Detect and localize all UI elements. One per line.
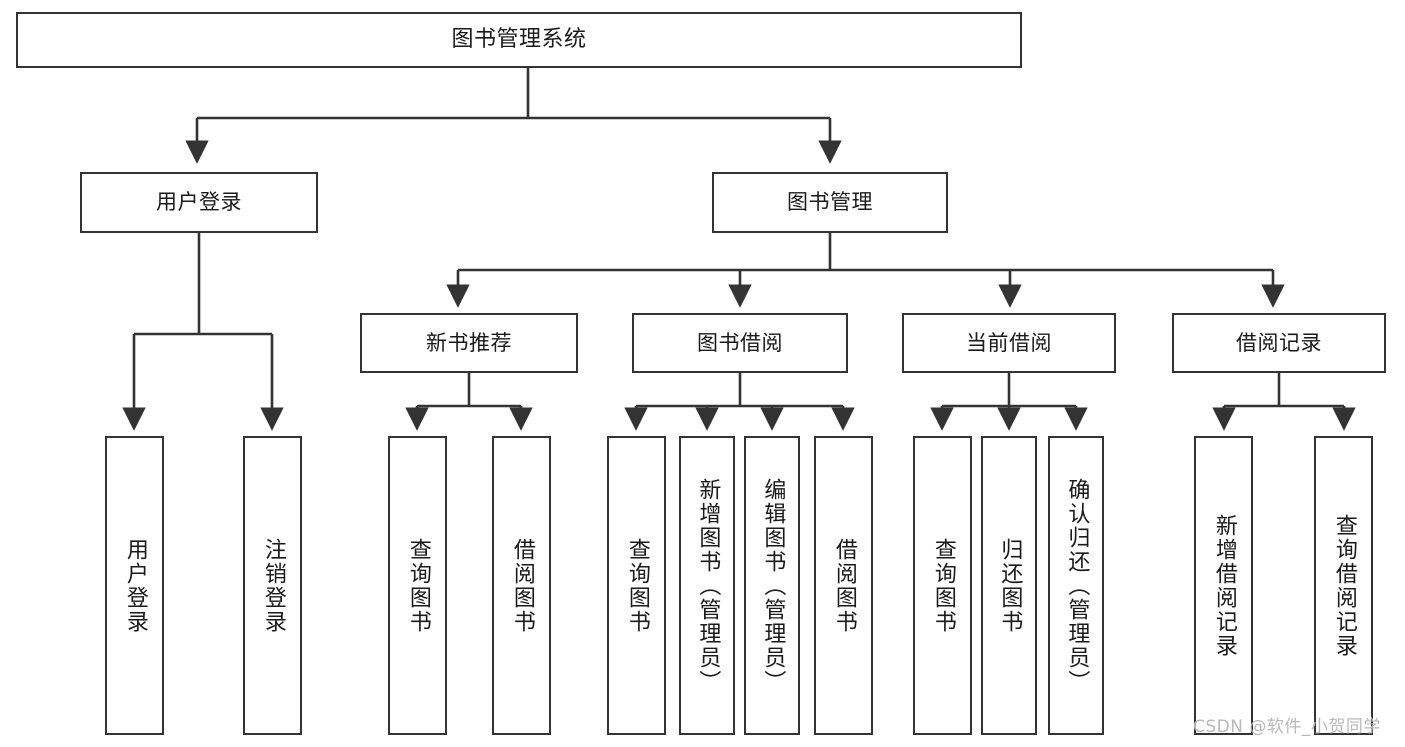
node-book-manage[interactable]: 图书管理 xyxy=(712,172,948,233)
node-user-login[interactable]: 用户登录 xyxy=(80,172,318,233)
leaf-label: 查询图书 xyxy=(405,537,431,634)
node-label: 图书管理系统 xyxy=(451,27,587,53)
leaf-label: 借阅图书 xyxy=(831,537,857,634)
leaf-label: 新增借阅记录 xyxy=(1211,513,1237,658)
node-label: 借阅记录 xyxy=(1236,330,1322,355)
leaf-return-book[interactable]: 归还图书 xyxy=(981,436,1037,735)
node-label: 图书管理 xyxy=(787,190,873,215)
leaf-query-record[interactable]: 查询借阅记录 xyxy=(1314,436,1373,735)
leaf-label: 用户登录 xyxy=(122,537,148,634)
leaf-label: 查询图书 xyxy=(624,537,650,634)
leaf-borrow-book-2[interactable]: 借阅图书 xyxy=(814,436,873,735)
node-label: 当前借阅 xyxy=(966,330,1052,355)
node-root[interactable]: 图书管理系统 xyxy=(16,12,1022,68)
leaf-add-book[interactable]: 新增图书（管理员） xyxy=(679,436,735,735)
leaf-logout[interactable]: 注销登录 xyxy=(243,436,302,735)
node-label: 新书推荐 xyxy=(426,330,512,355)
node-new-book-rec[interactable]: 新书推荐 xyxy=(360,313,578,373)
leaf-edit-book[interactable]: 编辑图书（管理员） xyxy=(744,436,800,735)
leaf-add-record[interactable]: 新增借阅记录 xyxy=(1194,436,1253,735)
leaf-label: 注销登录 xyxy=(260,537,286,634)
leaf-label: 查询图书 xyxy=(930,537,956,634)
leaf-label: 归还图书 xyxy=(997,537,1023,634)
leaf-query-book-1[interactable]: 查询图书 xyxy=(388,436,447,735)
node-borrow-record[interactable]: 借阅记录 xyxy=(1172,313,1386,373)
leaf-user-login[interactable]: 用户登录 xyxy=(105,436,164,735)
leaf-label: 借阅图书 xyxy=(509,537,535,634)
leaf-label: 查询借阅记录 xyxy=(1331,513,1357,658)
node-book-borrow[interactable]: 图书借阅 xyxy=(632,313,848,373)
leaf-confirm-return[interactable]: 确认归还（管理员） xyxy=(1048,436,1104,735)
leaf-label: 新增图书（管理员） xyxy=(695,477,721,694)
node-current-borrow[interactable]: 当前借阅 xyxy=(902,313,1116,373)
node-label: 用户登录 xyxy=(156,190,242,215)
leaf-label: 确认归还（管理员） xyxy=(1064,477,1090,694)
leaf-query-book-2[interactable]: 查询图书 xyxy=(607,436,666,735)
csdn-watermark: CSDN @软件_小贺同学 xyxy=(1193,717,1381,737)
leaf-label: 编辑图书（管理员） xyxy=(760,477,786,694)
node-label: 图书借阅 xyxy=(697,330,783,355)
leaf-borrow-book-1[interactable]: 借阅图书 xyxy=(492,436,551,735)
leaf-query-book-3[interactable]: 查询图书 xyxy=(913,436,972,735)
